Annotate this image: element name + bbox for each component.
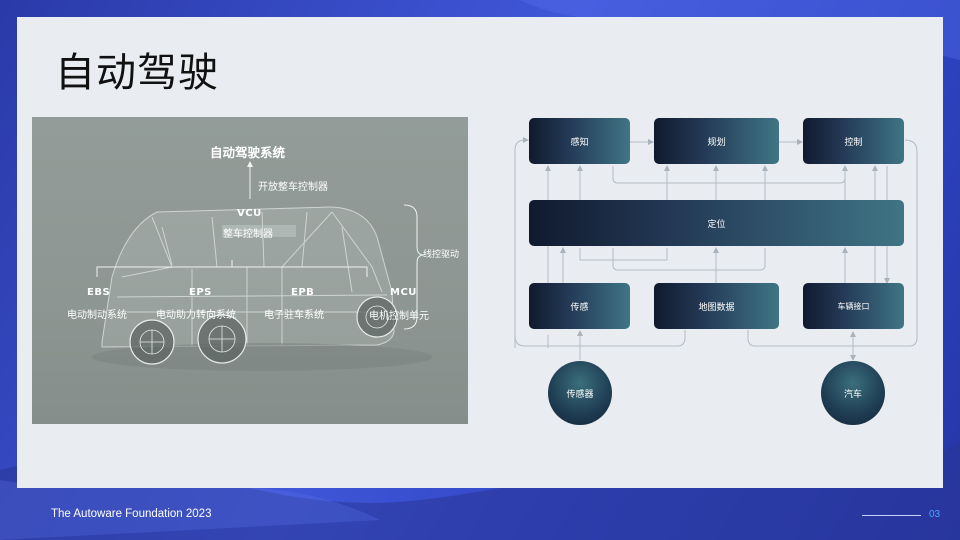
wire-drive-label: 线控驱动: [423, 250, 460, 260]
epb-label: 电子驻车系统: [264, 310, 324, 321]
footer-text: The Autoware Foundation 2023: [51, 508, 212, 520]
page-number: 03: [929, 509, 941, 520]
open-controller-label: 开放整车控制器: [258, 182, 328, 193]
node-vehicle[interactable]: 汽车: [821, 361, 885, 425]
node-sensor[interactable]: 传感器: [548, 361, 612, 425]
page-title: 自动驾驶: [55, 50, 219, 96]
node-planning[interactable]: 规划: [654, 118, 779, 164]
node-map-data[interactable]: 地图数据: [654, 283, 779, 329]
node-sensing-label: 传感: [570, 302, 589, 313]
vcu-abbr: VCU: [237, 208, 262, 219]
node-sensing[interactable]: 传感: [529, 283, 630, 329]
vcu-highlight: [222, 225, 296, 237]
node-map-data-label: 地图数据: [698, 302, 735, 313]
mcu-label: 电机控制单元: [369, 311, 429, 322]
eps-label: 电动助力转向系统: [156, 310, 236, 321]
vcu-label: 整车控制器: [223, 229, 273, 240]
node-localization[interactable]: 定位: [529, 200, 904, 246]
node-vehicle-interface[interactable]: 车辆接口: [803, 283, 904, 329]
eps-abbr: EPS: [189, 287, 212, 298]
ebs-label: 电动制动系统: [67, 310, 127, 321]
autonomous-car-figure: 自动驾驶系统 开放整车控制器 VCU 整车控制器 线控驱动 EBS 电动制动系统…: [32, 117, 468, 424]
node-planning-label: 规划: [707, 137, 726, 148]
epb-abbr: EPB: [291, 287, 315, 298]
node-localization-label: 定位: [707, 219, 726, 230]
node-sensor-label: 传感器: [566, 389, 594, 400]
node-perception[interactable]: 感知: [529, 118, 630, 164]
node-control[interactable]: 控制: [803, 118, 904, 164]
footer-divider: [862, 515, 921, 516]
node-perception-label: 感知: [570, 137, 589, 148]
node-vehicle-label: 汽车: [843, 389, 862, 400]
node-control-label: 控制: [844, 137, 863, 148]
diagram-connectors: [514, 137, 918, 361]
system-title: 自动驾驶系统: [210, 145, 286, 160]
architecture-diagram: 感知 规划 控制 定位 传感 地图数据 车辆接口 传感器 汽车: [505, 110, 925, 435]
node-vehicle-interface-label: 车辆接口: [837, 301, 870, 311]
mcu-abbr: MCU: [390, 287, 417, 298]
car-illustration: [92, 161, 432, 371]
ebs-abbr: EBS: [87, 287, 111, 298]
